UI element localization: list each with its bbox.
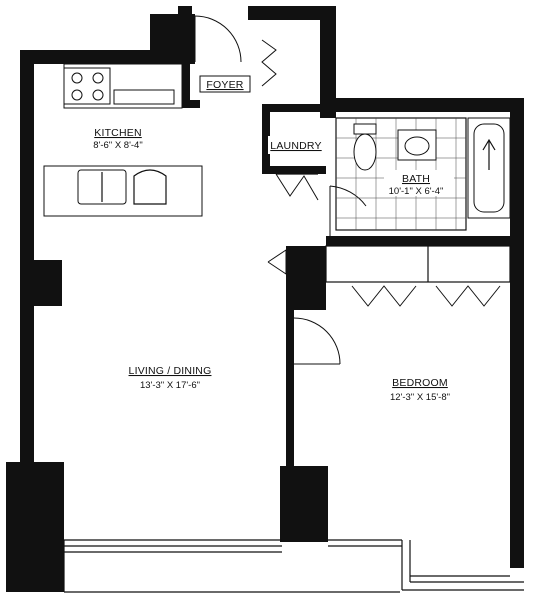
kitchen-dims: 8'-6" X 8'-4" bbox=[93, 140, 142, 151]
window-wall bbox=[63, 539, 524, 593]
living-dining-label: LIVING / DINING bbox=[129, 365, 212, 377]
laundry-label-bg bbox=[268, 136, 324, 154]
bath-dims: 10'-1" X 6'-4" bbox=[389, 186, 444, 197]
room-labels: FOYER KITCHEN 8'-6" X 8'-4" LAUNDRY BATH… bbox=[93, 75, 454, 403]
kitchen-fixtures bbox=[43, 63, 203, 217]
walls bbox=[6, 6, 524, 592]
bath-fixtures bbox=[335, 117, 511, 231]
bedroom-dims: 12'-3" X 15'-8" bbox=[390, 392, 450, 403]
bath-label-bg bbox=[384, 170, 454, 196]
bath-label: BATH bbox=[402, 173, 430, 185]
foyer-label: FOYER bbox=[206, 79, 243, 91]
kitchen-label: KITCHEN bbox=[94, 127, 142, 139]
bedroom-label: BEDROOM bbox=[392, 377, 448, 389]
foyer-label-box bbox=[199, 75, 251, 93]
laundry-label: LAUNDRY bbox=[270, 140, 321, 152]
doors bbox=[194, 15, 511, 365]
living-dining-dims: 13'-3" X 17'-6" bbox=[140, 380, 200, 391]
